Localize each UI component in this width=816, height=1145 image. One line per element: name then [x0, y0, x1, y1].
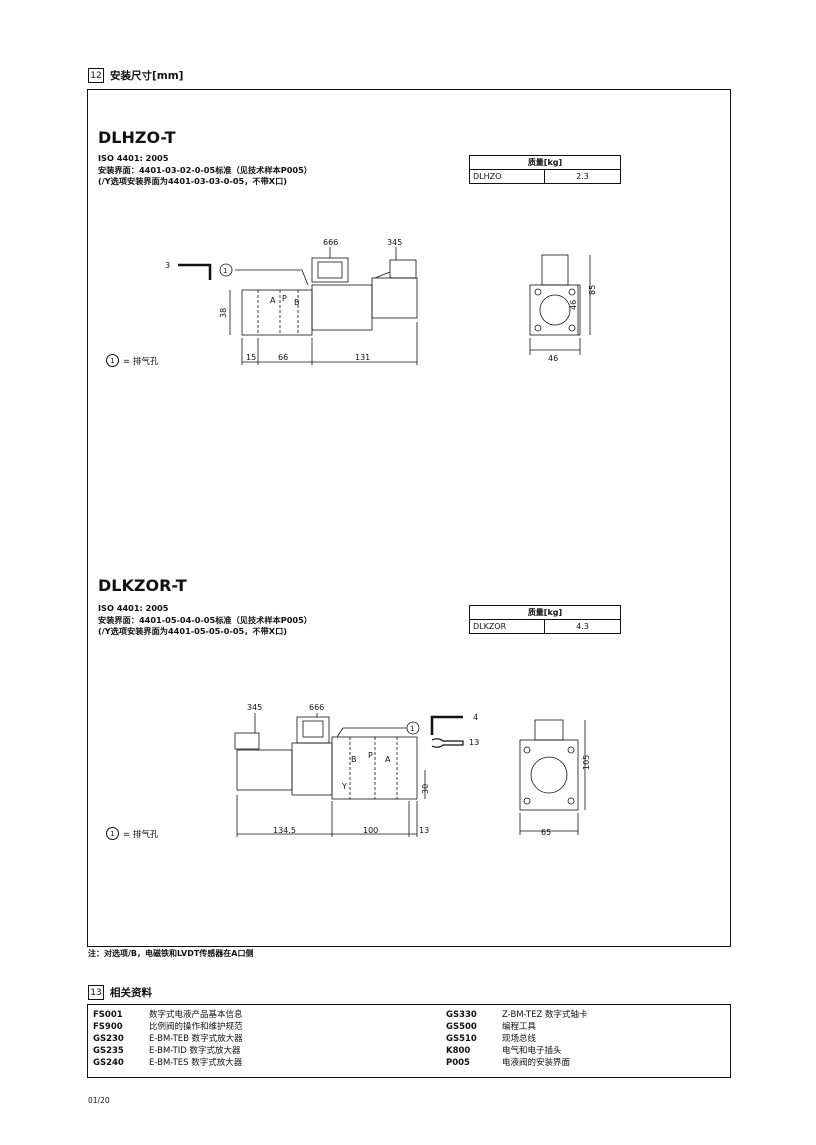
dim-4: 4 — [473, 713, 478, 722]
mass-table: 质量[kg] DLHZO 2.3 — [469, 155, 621, 184]
mass-header: 质量[kg] — [469, 605, 621, 620]
dim-13: 13 — [419, 826, 429, 835]
spec-option: (/Y选项安装界面为4401-03-03-0-05，不带X口) — [98, 176, 288, 186]
model-spec: ISO 4401: 2005 安装界面：4401-05-04-0-05标准（见技… — [98, 603, 312, 638]
dim-38: 38 — [219, 308, 228, 318]
mass-header: 质量[kg] — [469, 155, 621, 170]
spec-interface: 安装界面：4401-03-02-0-05标准（见技术样本P005） — [98, 164, 312, 175]
section-title: 相关资料 — [110, 987, 152, 999]
footnote: 注：对选项/B，电磁铁和LVDT传感器在A口侧 — [88, 949, 254, 958]
port-a: A — [385, 755, 391, 764]
dim-15: 15 — [246, 353, 256, 362]
dim-46-horizontal: 46 — [548, 354, 558, 363]
doc-desc: E-BM-TES 数字式放大器 — [149, 1058, 243, 1068]
mass-value: 4.3 — [544, 619, 621, 634]
legend-circle: 1 — [106, 827, 119, 840]
doc-code: GS500 — [446, 1022, 477, 1032]
port-p: P — [282, 294, 287, 303]
dim-65: 65 — [541, 828, 551, 837]
doc-desc: Z-BM-TEZ 数字式轴卡 — [502, 1010, 588, 1020]
doc-desc: 编程工具 — [502, 1022, 537, 1032]
legend-text: = 排气孔 — [123, 356, 159, 367]
dim-345: 345 — [247, 703, 262, 712]
doc-desc: 电气和电子插头 — [502, 1046, 562, 1056]
section-13-header: 13 相关资料 — [88, 985, 152, 1000]
dim-3: 3 — [165, 261, 170, 270]
dim-85: 85 — [588, 285, 597, 295]
mass-model: DLKZOR — [469, 619, 545, 634]
spec-standard: ISO 4401: 2005 — [98, 153, 169, 163]
section-number: 13 — [88, 985, 104, 1000]
model-title: DLHZO-T — [98, 128, 176, 147]
doc-code: P005 — [446, 1058, 470, 1068]
dimensions-frame — [87, 89, 731, 947]
doc-code: GS230 — [93, 1034, 124, 1044]
port-y: Y — [341, 782, 347, 791]
page-number: 01/20 — [88, 1096, 110, 1105]
section-title: 安装尺寸[mm] — [110, 70, 184, 82]
port-p: P — [368, 751, 373, 760]
doc-code: FS900 — [93, 1022, 123, 1032]
doc-desc: 数字式电液产品基本信息 — [149, 1010, 243, 1020]
dim-131: 131 — [355, 353, 370, 362]
mass-table: 质量[kg] DLKZOR 4.3 — [469, 605, 621, 634]
doc-code: GS240 — [93, 1058, 124, 1068]
dim-46-vertical: 46 — [569, 300, 578, 310]
doc-desc: 现场总线 — [502, 1034, 537, 1044]
doc-code: FS001 — [93, 1010, 123, 1020]
legend-text: = 排气孔 — [123, 829, 159, 840]
dim-345: 345 — [387, 238, 402, 247]
dlkzor-drawing: 345 666 4 13 30 134.5 100 13 105 65 B P … — [234, 703, 591, 837]
port-a: A — [270, 296, 276, 305]
doc-desc: E-BM-TEB 数字式放大器 — [149, 1034, 243, 1044]
model-spec: ISO 4401: 2005 安装界面：4401-03-02-0-05标准（见技… — [98, 153, 312, 188]
doc-code: GS330 — [446, 1010, 477, 1020]
port-b: B — [294, 298, 300, 307]
dim-666: 666 — [323, 238, 338, 247]
dim-13-wrench: 13 — [469, 738, 479, 747]
dlhzo-drawing: 666 345 3 38 15 66 131 85 46 46 A P B 1 — [165, 238, 597, 365]
spec-standard: ISO 4401: 2005 — [98, 603, 169, 613]
section-number: 12 — [88, 68, 104, 83]
doc-code: GS235 — [93, 1046, 124, 1056]
legend-vent: 1 = 排气孔 — [106, 354, 158, 367]
section-12-header: 12 安装尺寸[mm] — [88, 68, 183, 83]
dim-30: 30 — [421, 784, 430, 794]
spec-interface: 安装界面：4401-05-04-0-05标准（见技术样本P005） — [98, 614, 312, 625]
doc-desc: 比例阀的操作和维护规范 — [149, 1022, 243, 1032]
callout-1: 1 — [223, 267, 227, 275]
doc-code: GS510 — [446, 1034, 477, 1044]
doc-desc: 电液阀的安装界面 — [502, 1058, 571, 1068]
mass-value: 2.3 — [544, 169, 621, 184]
spec-option: (/Y选项安装界面为4401-05-05-0-05，不带X口) — [98, 626, 288, 636]
doc-desc: E-BM-TID 数字式放大器 — [149, 1046, 241, 1056]
dim-66: 66 — [278, 353, 288, 362]
dim-666: 666 — [309, 703, 324, 712]
legend-vent: 1 = 排气孔 — [106, 827, 158, 840]
legend-circle: 1 — [106, 354, 119, 367]
dim-105: 105 — [582, 755, 591, 770]
doc-code: K800 — [446, 1046, 471, 1056]
dim-100: 100 — [363, 826, 378, 835]
mass-model: DLHZO — [469, 169, 545, 184]
model-title: DLKZOR-T — [98, 576, 187, 595]
port-b: B — [351, 755, 357, 764]
dim-134-5: 134.5 — [273, 826, 296, 835]
callout-1: 1 — [410, 725, 414, 733]
